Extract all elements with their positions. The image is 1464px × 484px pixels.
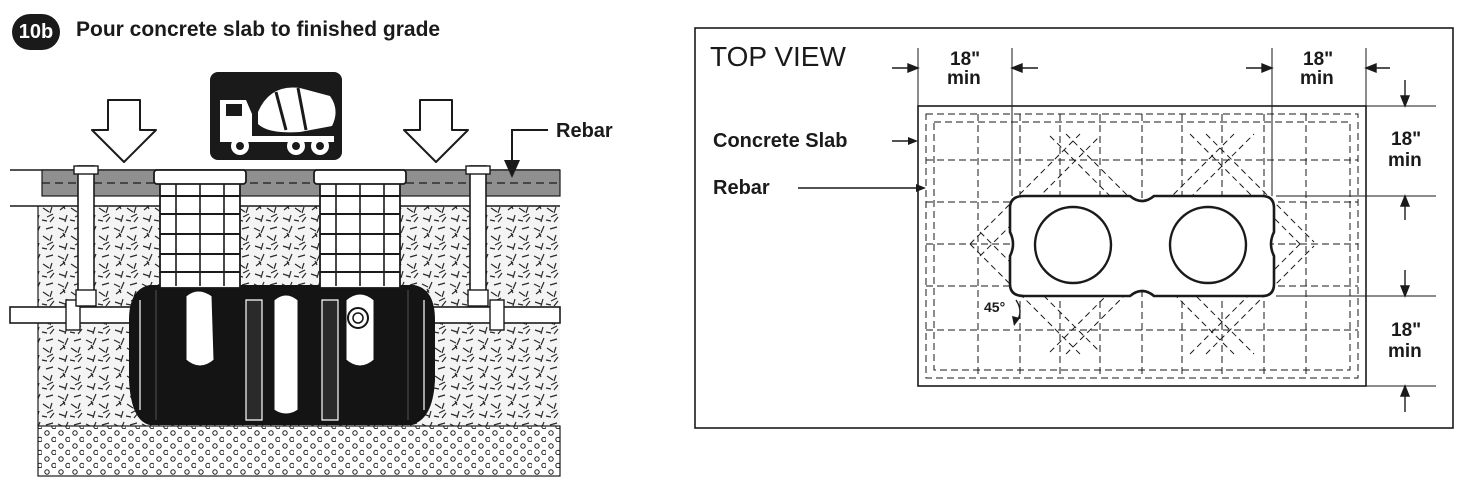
riser-left	[153, 169, 247, 289]
dim-right-value: 18"	[1303, 49, 1333, 70]
vent-pipe-right	[465, 165, 491, 307]
angle-label: 45°	[984, 299, 1005, 315]
riser-right	[313, 169, 407, 289]
concrete-slab-pointer-icon	[908, 137, 918, 145]
cement-mixer-truck-icon	[210, 72, 342, 160]
down-arrow-right-icon	[403, 99, 469, 163]
step-title: Pour concrete slab to finished grade	[76, 18, 441, 41]
rebar-label-top-view: Rebar	[713, 177, 770, 199]
riser-opening-left	[1033, 205, 1113, 285]
dim-arrows-top	[892, 62, 1390, 74]
dim-left-value: 18"	[950, 49, 980, 70]
septic-tank	[129, 285, 435, 425]
rebar-pointer-icon	[916, 184, 926, 192]
riser-opening-right	[1168, 205, 1248, 285]
rebar-pointer-arrow-icon	[511, 129, 548, 162]
rebar-label-left: Rebar	[556, 120, 613, 142]
concrete-slab-label: Concrete Slab	[713, 130, 847, 152]
dim-bottom-unit: min	[1388, 341, 1422, 362]
vent-pipe-left	[73, 165, 99, 307]
step-badge: 10b	[12, 14, 60, 50]
stone-base	[37, 425, 561, 477]
left-diagram: Rebar	[9, 72, 613, 477]
dim-left-unit: min	[947, 68, 981, 89]
dim-top-unit: min	[1388, 150, 1422, 171]
dim-top-value: 18"	[1391, 129, 1421, 150]
top-view-panel: TOP VIEW	[694, 27, 1454, 429]
top-view-title: TOP VIEW	[710, 41, 846, 72]
dim-arrows-right	[1399, 80, 1411, 412]
dim-bottom-value: 18"	[1391, 320, 1421, 341]
down-arrow-left-icon	[91, 99, 157, 163]
dim-right-unit: min	[1300, 68, 1334, 89]
